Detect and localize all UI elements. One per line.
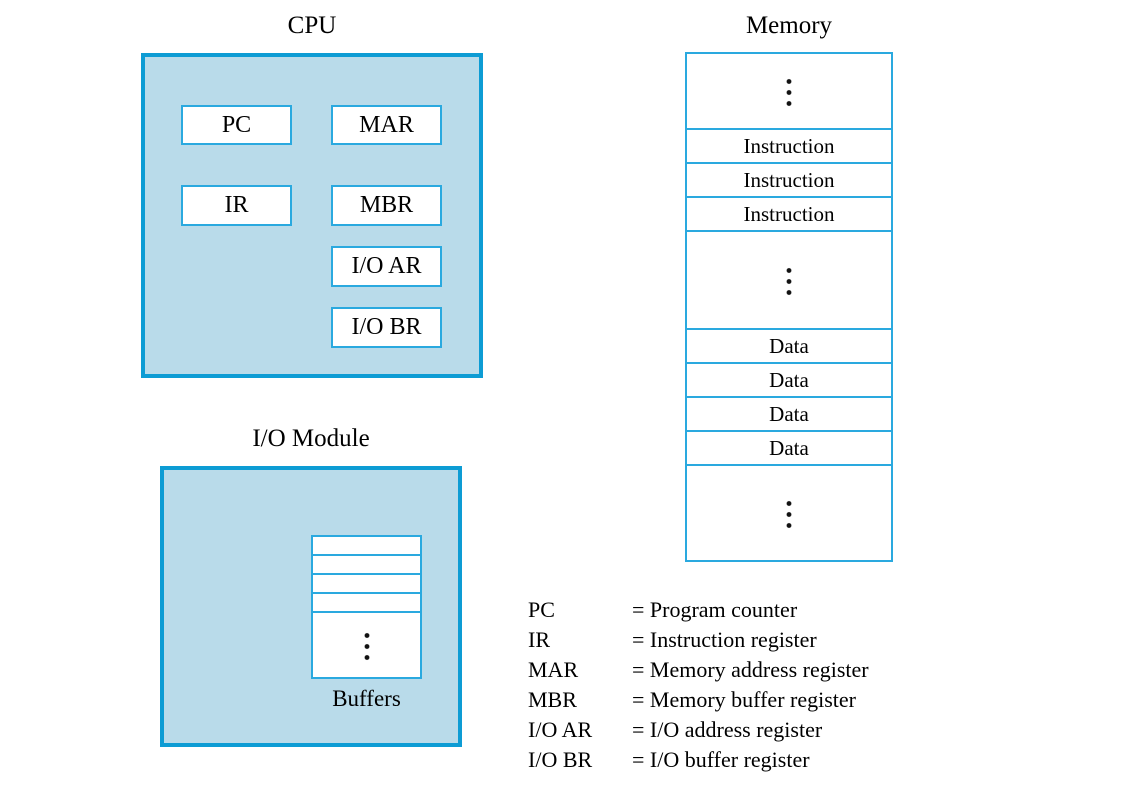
memory-box: Instruction Instruction Instruction Data… [685,52,893,562]
register-pc: PC [181,105,292,145]
buffer-slot [313,537,420,554]
buffers-label: Buffers [332,686,401,711]
legend-definition: = I/O buffer register [632,747,810,772]
memory-ellipsis-top [687,54,891,128]
memory-cell-data: Data [687,396,891,430]
buffer-ellipsis [313,611,420,677]
legend-abbr: MBR [528,687,577,712]
legend-definition: = I/O address register [632,717,823,742]
cpu-title: CPU [287,12,337,39]
legend-row-mbr: MBR = Memory buffer register [528,685,869,715]
legend-abbr: IR [528,627,550,652]
memory-cell-instruction: Instruction [687,196,891,230]
memory-cell-instruction: Instruction [687,128,891,162]
legend-definition: = Instruction register [632,627,817,652]
memory-ellipsis-bottom [687,464,891,560]
legend-row-ir: IR = Instruction register [528,625,869,655]
memory-cell-data: Data [687,430,891,464]
register-io-br: I/O BR [331,307,442,348]
legend-definition: = Memory address register [632,657,869,682]
memory-cell-data: Data [687,328,891,362]
vertical-ellipsis-icon [362,629,371,661]
vertical-ellipsis-icon [785,264,793,296]
legend-abbr: MAR [528,657,579,682]
legend-row-mar: MAR = Memory address register [528,655,869,685]
legend-row-io-ar: I/O AR = I/O address register [528,715,869,745]
legend-abbr: I/O AR [528,717,593,742]
vertical-ellipsis-icon [785,75,793,107]
vertical-ellipsis-icon [785,497,793,529]
legend-row-pc: PC = Program counter [528,595,869,625]
register-mbr: MBR [331,185,442,226]
legend-definition: = Program counter [632,597,798,622]
memory-ellipsis-middle [687,230,891,328]
buffer-slot [313,573,420,592]
legend-definition: = Memory buffer register [632,687,856,712]
memory-cell-instruction: Instruction [687,162,891,196]
legend-row-io-br: I/O BR = I/O buffer register [528,745,869,775]
memory-cell-data: Data [687,362,891,396]
buffer-slot [313,592,420,611]
register-legend: PC = Program counter IR = Instruction regi… [528,595,869,775]
register-ir: IR [181,185,292,226]
buffer-slot [313,554,420,573]
legend-abbr: PC [528,597,555,622]
register-io-ar: I/O AR [331,246,442,287]
memory-title: Memory [745,12,833,39]
buffer-stack [311,535,422,679]
legend-abbr: I/O BR [528,747,593,772]
register-mar: MAR [331,105,442,145]
io-module-title: I/O Module [252,425,370,452]
